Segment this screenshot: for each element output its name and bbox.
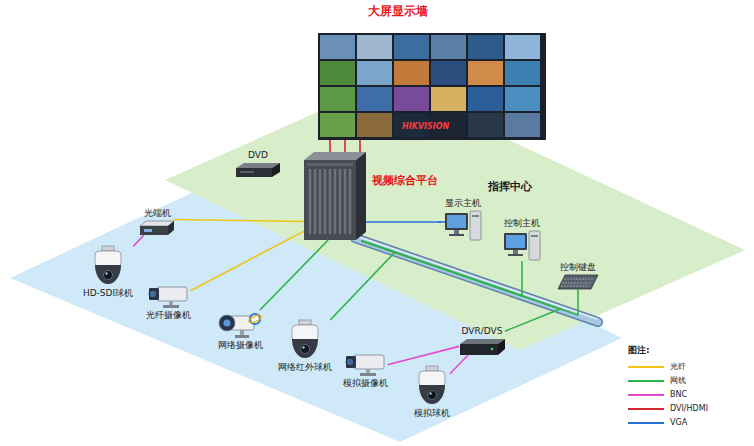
drawing-part bbox=[356, 152, 366, 240]
cable-line bbox=[344, 140, 346, 152]
extra-cable bbox=[330, 140, 360, 152]
drawing-part bbox=[431, 35, 466, 59]
legend-text: BNC bbox=[670, 390, 687, 400]
legend-text: VGA bbox=[670, 418, 687, 428]
zone-title: 指挥中心 bbox=[488, 180, 532, 193]
drawing-part bbox=[505, 87, 540, 111]
brand-logo-box: HIKVISION bbox=[402, 121, 449, 132]
drawing-part bbox=[355, 238, 598, 322]
cable-line bbox=[388, 346, 460, 364]
drawing-part bbox=[318, 33, 546, 140]
legend-row: DVI/HDMI bbox=[628, 402, 708, 416]
legend-swatch bbox=[628, 422, 664, 424]
drawing-part bbox=[320, 61, 355, 85]
legend-swatch bbox=[628, 366, 664, 368]
camera-icon bbox=[149, 287, 187, 308]
drawing-part bbox=[357, 61, 392, 85]
drawing-part bbox=[505, 113, 540, 137]
device-label: 光端机 bbox=[144, 208, 171, 219]
legend-text: 网线 bbox=[670, 376, 686, 386]
drawing-part bbox=[394, 35, 429, 59]
dome-icon bbox=[95, 246, 121, 284]
legend-row: 光纤 bbox=[628, 360, 708, 374]
legend-heading-box: 图注: bbox=[628, 344, 650, 356]
drawing-part bbox=[356, 236, 597, 319]
legend: 光纤网线 BNC DVI/HDMI VGA bbox=[628, 360, 708, 430]
cable-line bbox=[174, 219, 304, 221]
cable-line bbox=[362, 240, 560, 331]
legend-swatch bbox=[628, 394, 664, 396]
legend-text: DVI/HDMI bbox=[670, 404, 708, 414]
transceiver-icon bbox=[140, 221, 174, 235]
brand-logo: HIKVISION bbox=[402, 121, 449, 132]
drawing-part bbox=[304, 160, 356, 240]
cable-line bbox=[450, 355, 468, 374]
device-label: 网络红外球机 bbox=[278, 362, 332, 373]
legend-text: 光纤 bbox=[670, 362, 686, 372]
drawing-part bbox=[307, 163, 353, 166]
drawing-part bbox=[394, 61, 429, 85]
camera-icon bbox=[346, 355, 384, 376]
legend-row: 网线 bbox=[628, 374, 708, 388]
device-label: 视频综合平台 bbox=[372, 174, 438, 187]
drawing-part bbox=[320, 35, 355, 59]
drawing-part bbox=[394, 87, 429, 111]
drawing-part bbox=[505, 61, 540, 85]
drawing-part bbox=[468, 87, 503, 111]
video-wall bbox=[318, 33, 546, 140]
device-label: 模拟摄像机 bbox=[343, 378, 388, 389]
drawing-part bbox=[431, 87, 466, 111]
zone-fill bbox=[165, 82, 745, 350]
drawing-part bbox=[505, 35, 540, 59]
cable-line bbox=[330, 240, 395, 320]
device-label: 模拟球机 bbox=[414, 408, 450, 419]
device-label: DVD bbox=[248, 150, 268, 161]
platform-chassis bbox=[304, 152, 366, 240]
dvd-icon bbox=[236, 163, 280, 177]
drawing-part bbox=[320, 87, 355, 111]
pc-icon bbox=[445, 211, 481, 240]
drawing-part bbox=[304, 152, 366, 160]
drawing-part bbox=[355, 238, 598, 322]
cable-line bbox=[362, 240, 578, 315]
legend-heading: 图注: bbox=[628, 344, 650, 356]
dvr-icon bbox=[460, 339, 505, 355]
dome-icon bbox=[419, 366, 445, 404]
drawing-part bbox=[310, 169, 350, 234]
wall-title: 大屏显示墙 bbox=[368, 4, 428, 19]
device-label: 光纤摄像机 bbox=[146, 310, 191, 321]
legend-swatch bbox=[628, 380, 664, 382]
device-label: 网络摄像机 bbox=[218, 340, 263, 351]
legend-row: VGA bbox=[628, 416, 708, 430]
device-label: 控制键盘 bbox=[560, 262, 596, 273]
drawing-part bbox=[357, 113, 392, 137]
netcam-icon bbox=[219, 314, 262, 338]
pc-icon bbox=[504, 231, 540, 260]
drawing-part bbox=[357, 87, 392, 111]
dome-icon bbox=[292, 320, 318, 358]
network-bus bbox=[355, 236, 598, 322]
legend-swatch bbox=[628, 408, 664, 410]
device-label: HD-SDI球机 bbox=[83, 288, 133, 299]
drawing-part bbox=[468, 35, 503, 59]
legend-row: BNC bbox=[628, 388, 708, 402]
drawing-part bbox=[468, 61, 503, 85]
extra-cable bbox=[366, 221, 441, 223]
drawing-part bbox=[468, 113, 503, 137]
drawing-part bbox=[320, 113, 355, 137]
cable-line bbox=[438, 221, 445, 223]
device-label: DVR/DVS bbox=[462, 326, 503, 337]
device-label: 显示主机 bbox=[445, 198, 481, 209]
drawing-part bbox=[431, 61, 466, 85]
cable-line bbox=[260, 240, 328, 310]
cable-line bbox=[133, 235, 144, 246]
device-label: 控制主机 bbox=[504, 218, 540, 229]
keyboard-icon bbox=[558, 275, 598, 289]
drawing-part bbox=[357, 35, 392, 59]
